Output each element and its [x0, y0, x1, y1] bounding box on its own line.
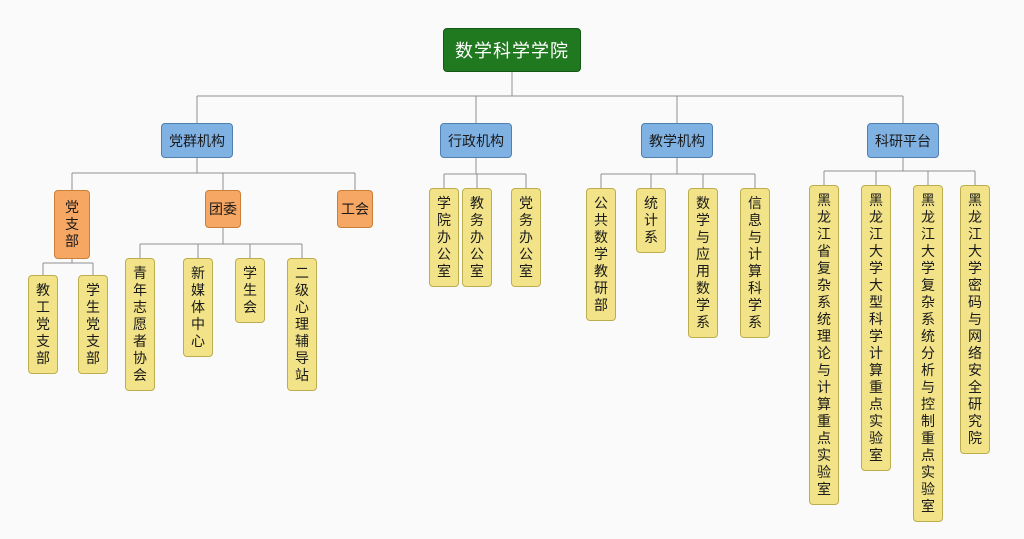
node-new-media-center: 新媒体中心	[183, 258, 213, 357]
node-lab-complex-systems-theory: 黑龙江省复杂系统理论与计算重点实验室	[809, 185, 839, 505]
node-party-mass-orgs: 党群机构	[161, 123, 233, 158]
node-youth-volunteers-assoc: 青年志愿者协会	[125, 258, 155, 391]
node-party-affairs-office: 党务办公室	[511, 188, 541, 287]
node-staff-party-branch: 教工党支部	[28, 275, 58, 374]
node-public-math-dept: 公共数学教研部	[586, 188, 616, 321]
node-info-computing-dept: 信息与计算科学系	[740, 188, 770, 338]
node-student-union: 学生会	[235, 258, 265, 323]
node-statistics-dept: 统计系	[636, 188, 666, 253]
node-crypto-network-security-institute: 黑龙江大学密码与网络安全研究院	[960, 185, 990, 454]
node-lab-large-scale-computing: 黑龙江大学大型科学计算重点实验室	[861, 185, 891, 471]
node-teaching-orgs: 教学机构	[641, 123, 713, 158]
node-psych-counseling-station: 二级心理辅导站	[287, 258, 317, 391]
node-college-office: 学院办公室	[429, 188, 459, 287]
node-party-branch: 党支部	[54, 190, 90, 259]
node-applied-math-dept: 数学与应用数学系	[688, 188, 718, 338]
node-lab-complex-systems-control: 黑龙江大学复杂系统分析与控制重点实验室	[913, 185, 943, 522]
node-admin-orgs: 行政机构	[440, 123, 512, 158]
node-student-party-branch: 学生党支部	[78, 275, 108, 374]
node-youth-league: 团委	[205, 190, 241, 228]
node-research-platforms: 科研平台	[867, 123, 939, 158]
node-root: 数学科学学院	[443, 28, 581, 72]
node-labor-union: 工会	[337, 190, 373, 228]
node-academic-affairs-office: 教务办公室	[462, 188, 492, 287]
